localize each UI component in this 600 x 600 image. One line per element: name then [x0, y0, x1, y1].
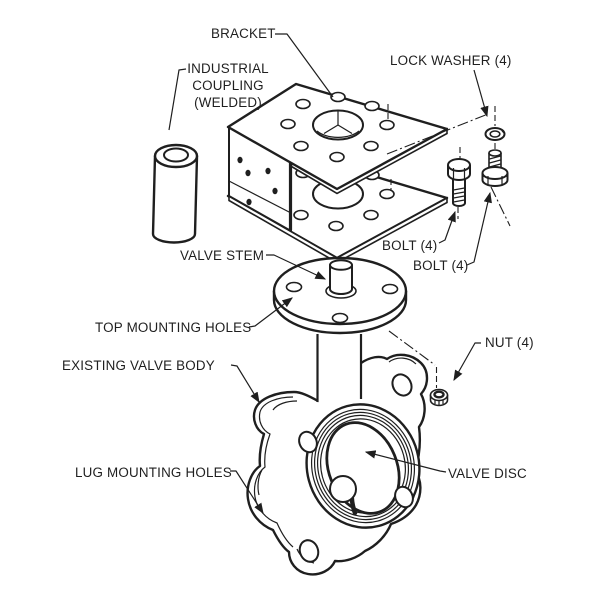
- leader-bolt-upper: [438, 210, 456, 244]
- lock-washer-shape: [484, 127, 506, 141]
- label-bolt-lower: BOLT (4): [413, 258, 468, 273]
- leader-valve-stem: [266, 254, 327, 280]
- leader-top-mounting-holes: [248, 297, 293, 328]
- label-industrial-coupling-line1: INDUSTRIAL: [187, 61, 269, 76]
- top-mounting-hole: [285, 281, 303, 293]
- hex-nut-shape: [429, 388, 449, 407]
- industrial-coupling-shape: [151, 143, 199, 244]
- hex-bolt-upper: [447, 158, 471, 207]
- valve-body-shape: [246, 334, 429, 576]
- label-existing-valve-body: EXISTING VALVE BODY: [62, 358, 215, 373]
- leader-bracket: [275, 33, 334, 98]
- leader-industrial-coupling: [168, 68, 187, 131]
- assembly-centerlines: [386, 104, 511, 388]
- label-industrial-coupling-line2: COUPLING: [192, 78, 264, 93]
- label-nut: NUT (4): [485, 335, 534, 350]
- leader-bolt-lower: [466, 191, 492, 266]
- valve-disc-shape: [325, 421, 401, 516]
- leader-existing-valve-body: [230, 364, 260, 404]
- valve-stem-shape: [329, 259, 353, 295]
- leader-lug-mounting-holes: [230, 470, 264, 515]
- label-bolt-upper: BOLT (4): [382, 238, 437, 253]
- label-industrial-coupling-line3: (WELDED): [194, 95, 262, 110]
- leader-lines: [168, 33, 492, 515]
- label-lug-mounting-holes: LUG MOUNTING HOLES: [75, 465, 232, 480]
- leader-nut: [453, 342, 481, 382]
- top-mounting-hole: [381, 283, 399, 295]
- label-valve-stem: VALVE STEM: [180, 248, 264, 263]
- label-lock-washer: LOCK WASHER (4): [390, 53, 512, 68]
- label-top-mounting-holes: TOP MOUNTING HOLES: [95, 320, 251, 335]
- lug-mounting-holes-shape: [298, 373, 414, 563]
- label-valve-disc: VALVE DISC: [448, 466, 527, 481]
- bracket-shape: [226, 82, 449, 264]
- labels: BRACKET INDUSTRIAL COUPLING (WELDED) LOC…: [62, 26, 534, 481]
- leader-valve-disc: [364, 450, 447, 473]
- label-bracket: BRACKET: [211, 26, 276, 41]
- leader-lock-washer: [473, 69, 489, 118]
- top-mounting-hole: [331, 312, 349, 324]
- hex-bolt-lower: [481, 149, 509, 187]
- valve-top-flange: [272, 256, 408, 335]
- valve-neck: [316, 334, 363, 402]
